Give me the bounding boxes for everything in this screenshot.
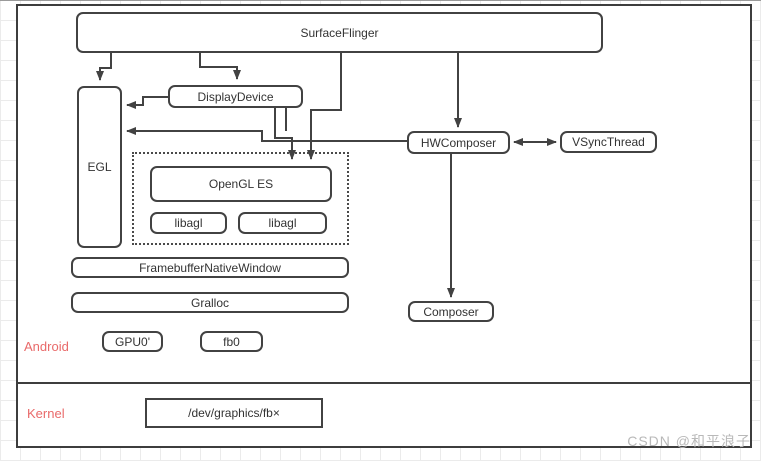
outer-frame [16,4,752,448]
section-label-kernel: Kernel [27,406,65,421]
node-opengl-es: OpenGL ES [150,166,332,202]
node-egl: EGL [77,86,122,248]
node-libagl-2: libagl [238,212,327,234]
section-divider-line [16,382,752,384]
csdn-watermark: CSDN @和平浪子 [627,433,751,449]
node-dev-graphics-fb: /dev/graphics/fb× [145,398,323,428]
node-surfaceflinger: SurfaceFlinger [76,12,603,53]
node-fb0: fb0 [200,331,263,352]
node-composer: Composer [408,301,494,322]
node-gralloc: Gralloc [71,292,349,313]
node-libagl-1: libagl [150,212,227,234]
node-displaydevice: DisplayDevice [168,85,303,108]
section-label-android: Android [24,339,69,354]
node-vsyncthread: VSyncThread [560,131,657,153]
node-hwcomposer: HWComposer [407,131,510,154]
node-framebuffernativewindow: FramebufferNativeWindow [71,257,349,278]
top-border-line [0,0,761,1]
node-gpu0: GPU0' [102,331,163,352]
opengl-group-dotted-box [132,152,349,245]
